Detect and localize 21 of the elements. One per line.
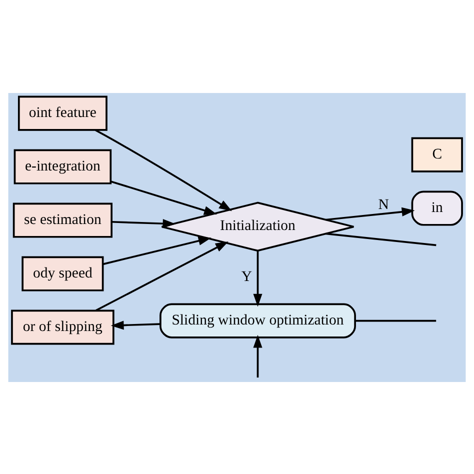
node-box: e-integration — [14, 148, 112, 184]
arrow — [112, 218, 176, 228]
arrow — [253, 250, 262, 306]
arrow — [96, 240, 228, 311]
connector — [326, 232, 436, 246]
node-box: oint feature — [18, 95, 108, 130]
arrow — [253, 334, 262, 378]
arrow — [110, 180, 217, 214]
arrow — [102, 236, 212, 265]
arrow — [94, 128, 232, 211]
connector — [355, 319, 436, 322]
edge-label: N — [378, 196, 389, 213]
node-box: or of slipping — [11, 309, 114, 344]
edge-label: Y — [241, 268, 252, 284]
arrow — [110, 320, 160, 330]
node-box: ody speed — [22, 256, 104, 291]
node-box: C — [411, 136, 463, 172]
arrow — [326, 206, 415, 220]
node-box: in — [411, 190, 463, 226]
node-box: se estimation — [12, 202, 112, 238]
node-box: Sliding window optimization — [160, 302, 356, 338]
